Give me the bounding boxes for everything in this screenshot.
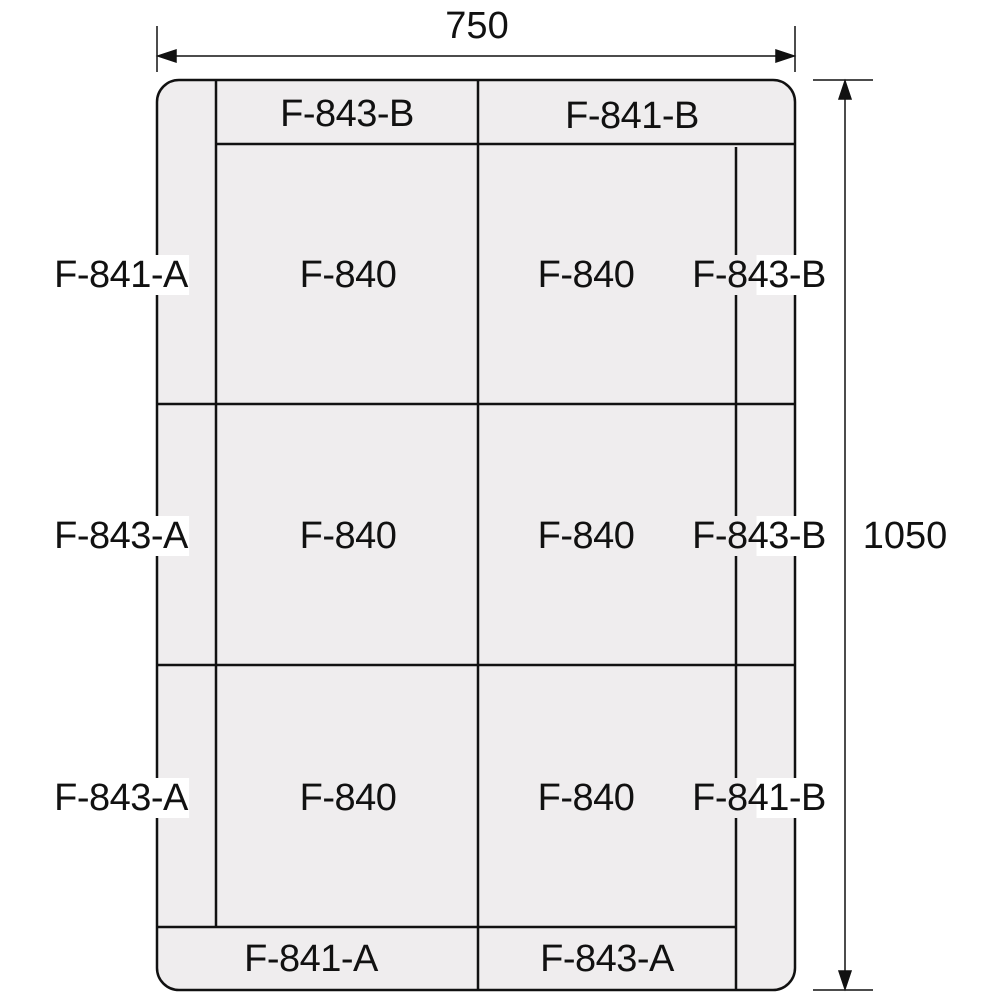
- right-column-label-2: F-843-B: [691, 515, 827, 557]
- width-dimension-label: 750: [445, 5, 509, 47]
- center-cell-r2c1: F-840: [299, 515, 397, 557]
- top-right-panel-label: F-841-B: [565, 95, 699, 137]
- right-column-label-3: F-841-B: [691, 777, 827, 819]
- left-column-label-2: F-843-A: [53, 515, 189, 557]
- bottom-left-panel-label: F-841-A: [244, 938, 378, 980]
- top-left-panel-label: F-843-B: [280, 93, 414, 135]
- arrow-up-icon: [837, 78, 853, 100]
- height-dimension-label: 1050: [858, 516, 952, 556]
- center-cell-r3c2: F-840: [537, 777, 635, 819]
- arrow-right-icon: [775, 48, 797, 64]
- center-cell-r1c2: F-840: [537, 254, 635, 296]
- center-cell-r2c2: F-840: [537, 515, 635, 557]
- bottom-right-panel-label: F-843-A: [540, 938, 674, 980]
- center-cell-r1c1: F-840: [299, 254, 397, 296]
- center-cell-r3c1: F-840: [299, 777, 397, 819]
- left-column-label-1: F-841-A: [53, 254, 189, 296]
- arrow-down-icon: [837, 970, 853, 992]
- left-column-label-3: F-843-A: [53, 777, 189, 819]
- right-column-label-1: F-843-B: [691, 254, 827, 296]
- arrow-left-icon: [155, 48, 177, 64]
